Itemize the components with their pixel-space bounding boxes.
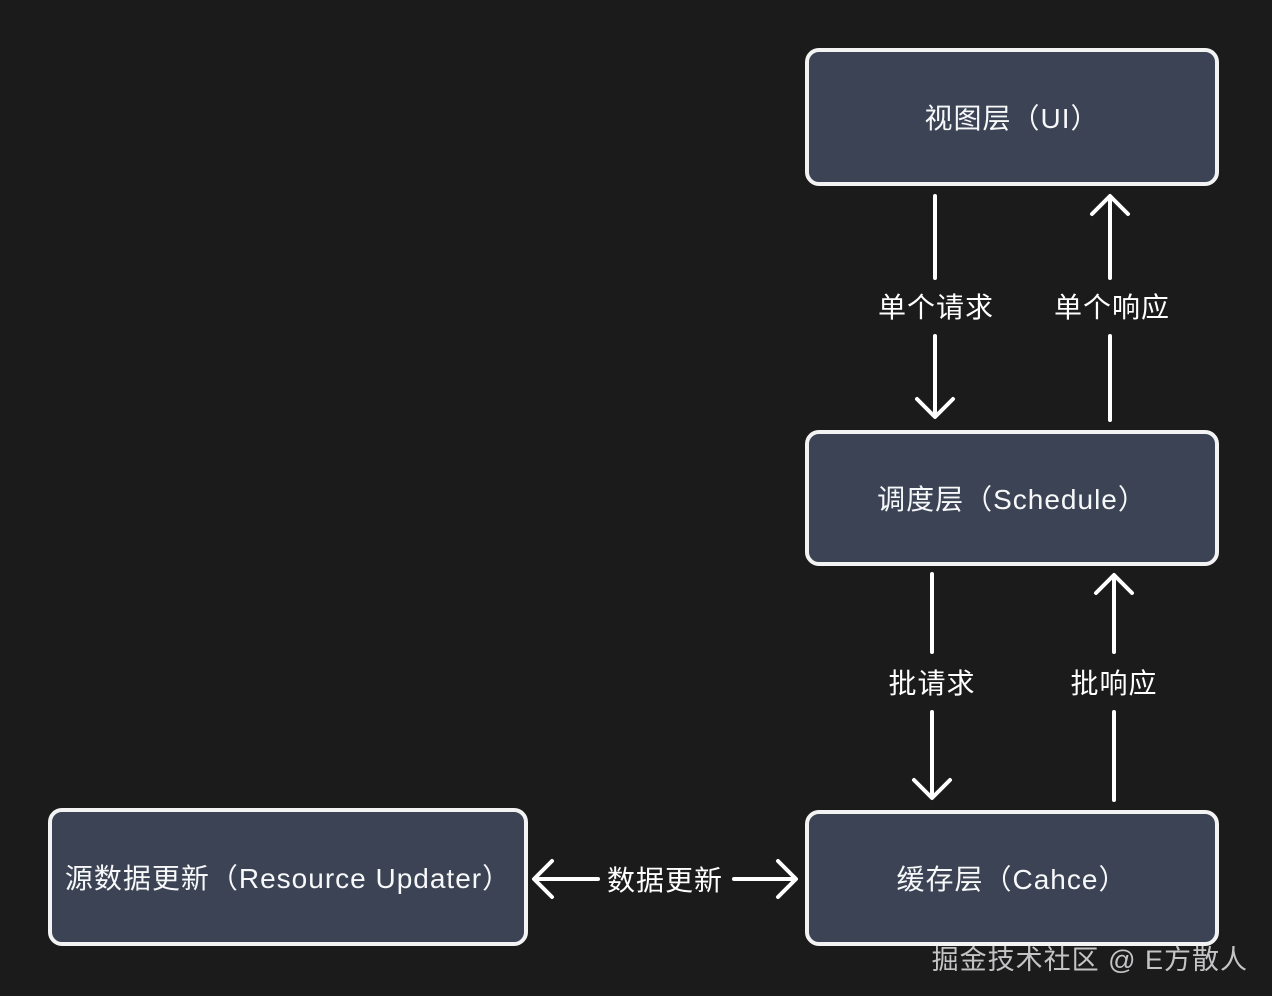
arrowhead-up-icon — [1090, 194, 1130, 216]
node-schedule-layer-label: 调度层（Schedule） — [877, 484, 1147, 515]
arrowhead-left-icon — [532, 859, 554, 899]
edge-label-single-request: 单个请求 — [877, 292, 995, 323]
node-cache-layer-label: 缓存层（Cahce） — [896, 864, 1128, 895]
node-resource-updater-label: 源数据更新（Resource Updater） — [64, 863, 512, 894]
node-resource-updater: 源数据更新（Resource Updater） — [48, 808, 528, 946]
arrowhead-down-icon — [915, 397, 955, 419]
edge-label-batch-response: 批响应 — [1070, 668, 1158, 699]
node-schedule-layer: 调度层（Schedule） — [805, 430, 1219, 566]
node-cache-layer: 缓存层（Cahce） — [805, 810, 1219, 946]
arrowhead-up-icon — [1094, 573, 1134, 595]
edge-label-batch-request: 批请求 — [888, 668, 976, 699]
arrowhead-down-icon — [912, 778, 952, 800]
watermark: 掘金技术社区 @ E方散人 — [931, 945, 1248, 975]
arrowhead-right-icon — [776, 859, 798, 899]
edge-label-single-response: 单个响应 — [1053, 292, 1171, 323]
node-view-layer-label: 视图层（UI） — [924, 103, 1100, 134]
node-view-layer: 视图层（UI） — [805, 48, 1219, 186]
edge-label-data-update: 数据更新 — [606, 865, 724, 896]
